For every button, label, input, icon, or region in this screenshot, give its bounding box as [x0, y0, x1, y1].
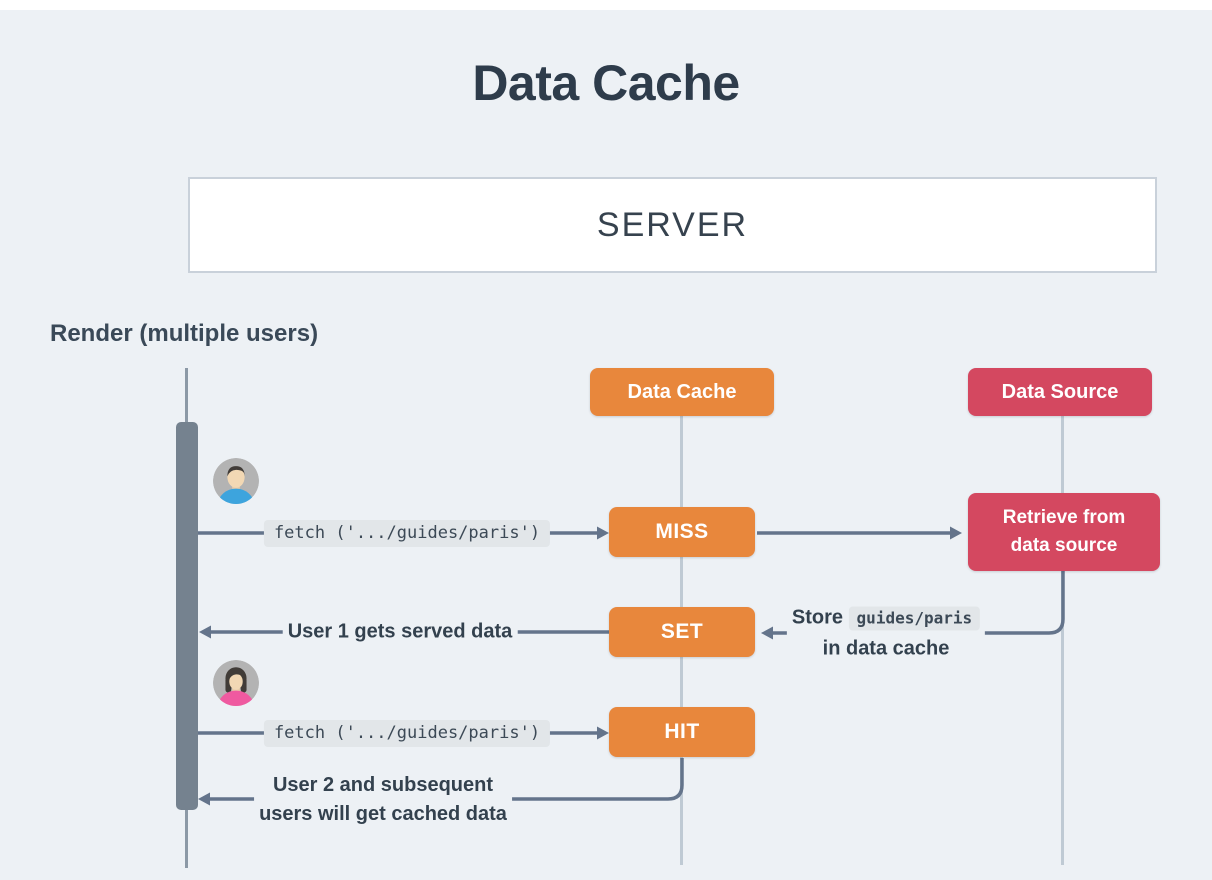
- retrieve-from-source-node: Retrieve from data source: [968, 493, 1160, 571]
- data-source-header-label: Data Source: [1001, 380, 1119, 403]
- server-label: SERVER: [596, 205, 749, 244]
- data-cache-header-label: Data Cache: [627, 380, 737, 403]
- user1-avatar-icon: [213, 458, 259, 504]
- fetch-request-2-code: fetch ('.../guides/paris'): [263, 720, 551, 747]
- user2-line1: User 2 and subsequent: [272, 774, 494, 796]
- retrieve-label-line2: data source: [1010, 535, 1118, 556]
- retrieve-label-line1: Retrieve from: [1002, 507, 1126, 529]
- arrow-hit-to-user2-line: [210, 758, 684, 801]
- data-source-header-node: Data Source: [968, 368, 1152, 416]
- arrowhead-hit-to-user2: [198, 792, 210, 806]
- set-label: SET: [660, 620, 704, 643]
- miss-node: MISS: [609, 507, 755, 557]
- fetch-request-2-label: fetch ('.../guides/paris'): [263, 720, 551, 747]
- arrowhead-set-to-user1: [199, 625, 211, 639]
- fetch-request-1-label: fetch ('.../guides/paris'): [263, 520, 551, 547]
- render-lane-label: Render (multiple users): [50, 320, 319, 347]
- data-cache-header-node: Data Cache: [590, 368, 774, 416]
- page-title: Data Cache: [472, 55, 740, 111]
- user2-avatar-icon: [213, 660, 259, 706]
- arrowhead-miss-to-source: [950, 526, 962, 540]
- top-white-strip: [0, 0, 1212, 10]
- store-prefix-text: Store: [791, 606, 843, 629]
- server-container-box: SERVER: [188, 177, 1157, 273]
- user2-cached-label: User 2 and subsequent users will get cac…: [254, 770, 512, 830]
- user1-served-label: User 1 gets served data: [282, 619, 518, 645]
- set-node: SET: [609, 607, 755, 657]
- arrowhead-fetch1: [597, 526, 609, 540]
- hit-node: HIT: [609, 707, 755, 757]
- store-code-chip: guides/paris: [848, 606, 981, 631]
- arrowhead-fetch2: [597, 726, 609, 740]
- arrow-source-to-set-line: [773, 571, 1065, 635]
- arrowhead-source-to-set: [761, 626, 773, 640]
- store-line1: Store guides/paris: [791, 603, 981, 634]
- fetch-request-1-code: fetch ('.../guides/paris'): [263, 520, 551, 547]
- hit-label: HIT: [664, 720, 700, 743]
- miss-label: MISS: [655, 520, 709, 543]
- store-line2: in data cache: [822, 637, 950, 660]
- render-activation-bar: [176, 422, 198, 810]
- data-source-lifeline: [1061, 416, 1064, 865]
- store-in-cache-label: Store guides/paris in data cache: [786, 601, 986, 665]
- user2-line2: users will get cached data: [259, 803, 507, 825]
